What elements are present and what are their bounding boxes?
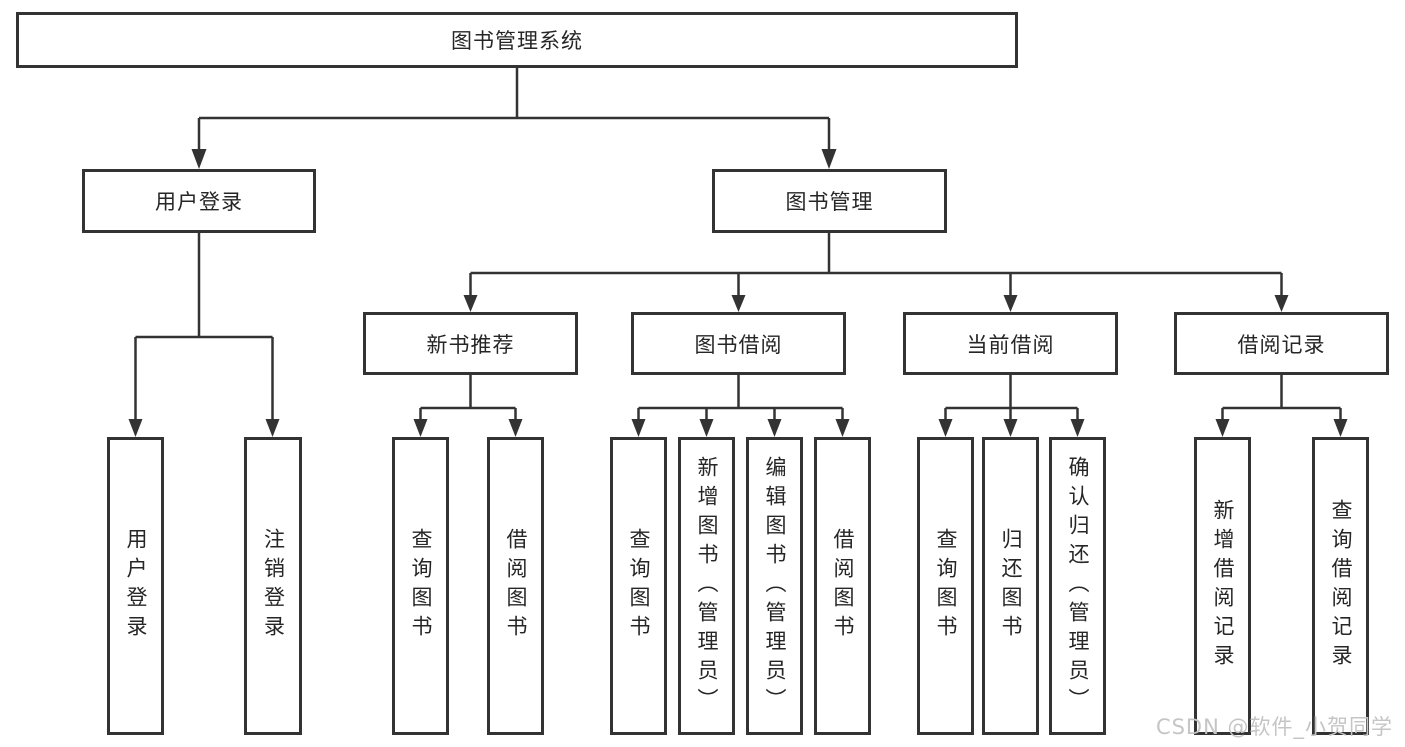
connector-current-to-leaves [944, 375, 1079, 421]
connector-borrow-to-leaves [637, 375, 844, 421]
node-root: 图书管理系统 [16, 12, 1018, 68]
leaf-recommend-query-book: 查询图书 [392, 437, 449, 735]
connector-root-to-level2 [197, 68, 831, 152]
node-book-management: 图书管理 [712, 169, 947, 233]
arrowheads [128, 149, 1348, 437]
node-book-borrow: 图书借阅 [631, 312, 846, 375]
leaf-recommend-borrow-book: 借阅图书 [487, 437, 544, 735]
leaf-borrow-borrow-book: 借阅图书 [814, 437, 871, 735]
leaf-borrow-add-book-admin: 新增图书（管理员） [678, 437, 735, 735]
leaf-logout-login: 注销登录 [244, 437, 302, 735]
leaf-current-return-book: 归还图书 [982, 437, 1039, 735]
csdn-watermark: CSDN @软件_小贺同学 [1155, 715, 1393, 739]
connector-bookmgmt-to-level3 [469, 233, 1283, 297]
leaf-current-confirm-return-admin: 确认归还（管理员） [1049, 437, 1106, 735]
connector-userlogin-to-leaves [134, 233, 274, 421]
leaf-current-query-book: 查询图书 [917, 437, 974, 735]
leaf-records-query-borrow-record: 查询借阅记录 [1312, 437, 1369, 735]
node-borrow-records: 借阅记录 [1174, 312, 1389, 375]
node-new-book-recommend: 新书推荐 [363, 312, 578, 375]
leaf-records-add-borrow-record: 新增借阅记录 [1194, 437, 1251, 735]
leaf-borrow-edit-book-admin: 编辑图书（管理员） [746, 437, 803, 735]
leaf-borrow-query-book: 查询图书 [610, 437, 667, 735]
connector-records-to-leaves [1221, 375, 1342, 421]
node-current-borrow: 当前借阅 [903, 312, 1118, 375]
connector-recommend-to-leaves [419, 375, 517, 421]
node-user-login: 用户登录 [82, 169, 316, 233]
leaf-user-login: 用户登录 [107, 437, 164, 735]
